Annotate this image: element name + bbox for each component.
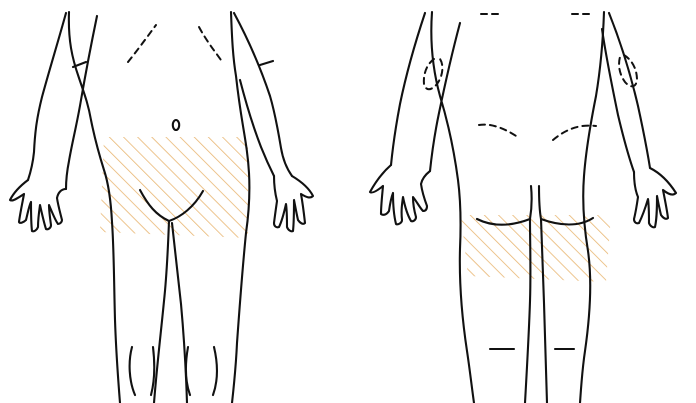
back-lumbar-dash-left	[479, 125, 519, 138]
front-view	[10, 12, 313, 403]
back-left-hand	[370, 165, 430, 224]
front-knee-left-inner	[151, 347, 154, 395]
back-right-arm-outer	[609, 13, 650, 168]
front-inner-left-leg	[154, 221, 169, 403]
back-right-torso-outline	[580, 12, 604, 403]
front-right-hand	[274, 176, 313, 231]
front-chest-dash-left	[128, 25, 156, 62]
front-right-elbow-line	[260, 61, 273, 65]
back-left-arm-outer	[391, 13, 425, 165]
back-left-torso-outline	[431, 12, 474, 403]
back-view	[370, 12, 676, 403]
front-inner-right-leg	[172, 223, 187, 403]
front-left-arm-outer	[28, 13, 66, 180]
front-knee-right-inner	[213, 347, 217, 395]
front-knee-left-outer	[130, 347, 135, 395]
back-right-hand	[634, 168, 676, 227]
back-left-arm-inner	[430, 23, 460, 171]
front-chest-dash-right	[199, 27, 221, 60]
back-right-arm-inner	[602, 29, 634, 172]
front-left-hand	[10, 180, 66, 231]
navel	[173, 120, 179, 130]
front-hatched-region	[100, 137, 248, 238]
